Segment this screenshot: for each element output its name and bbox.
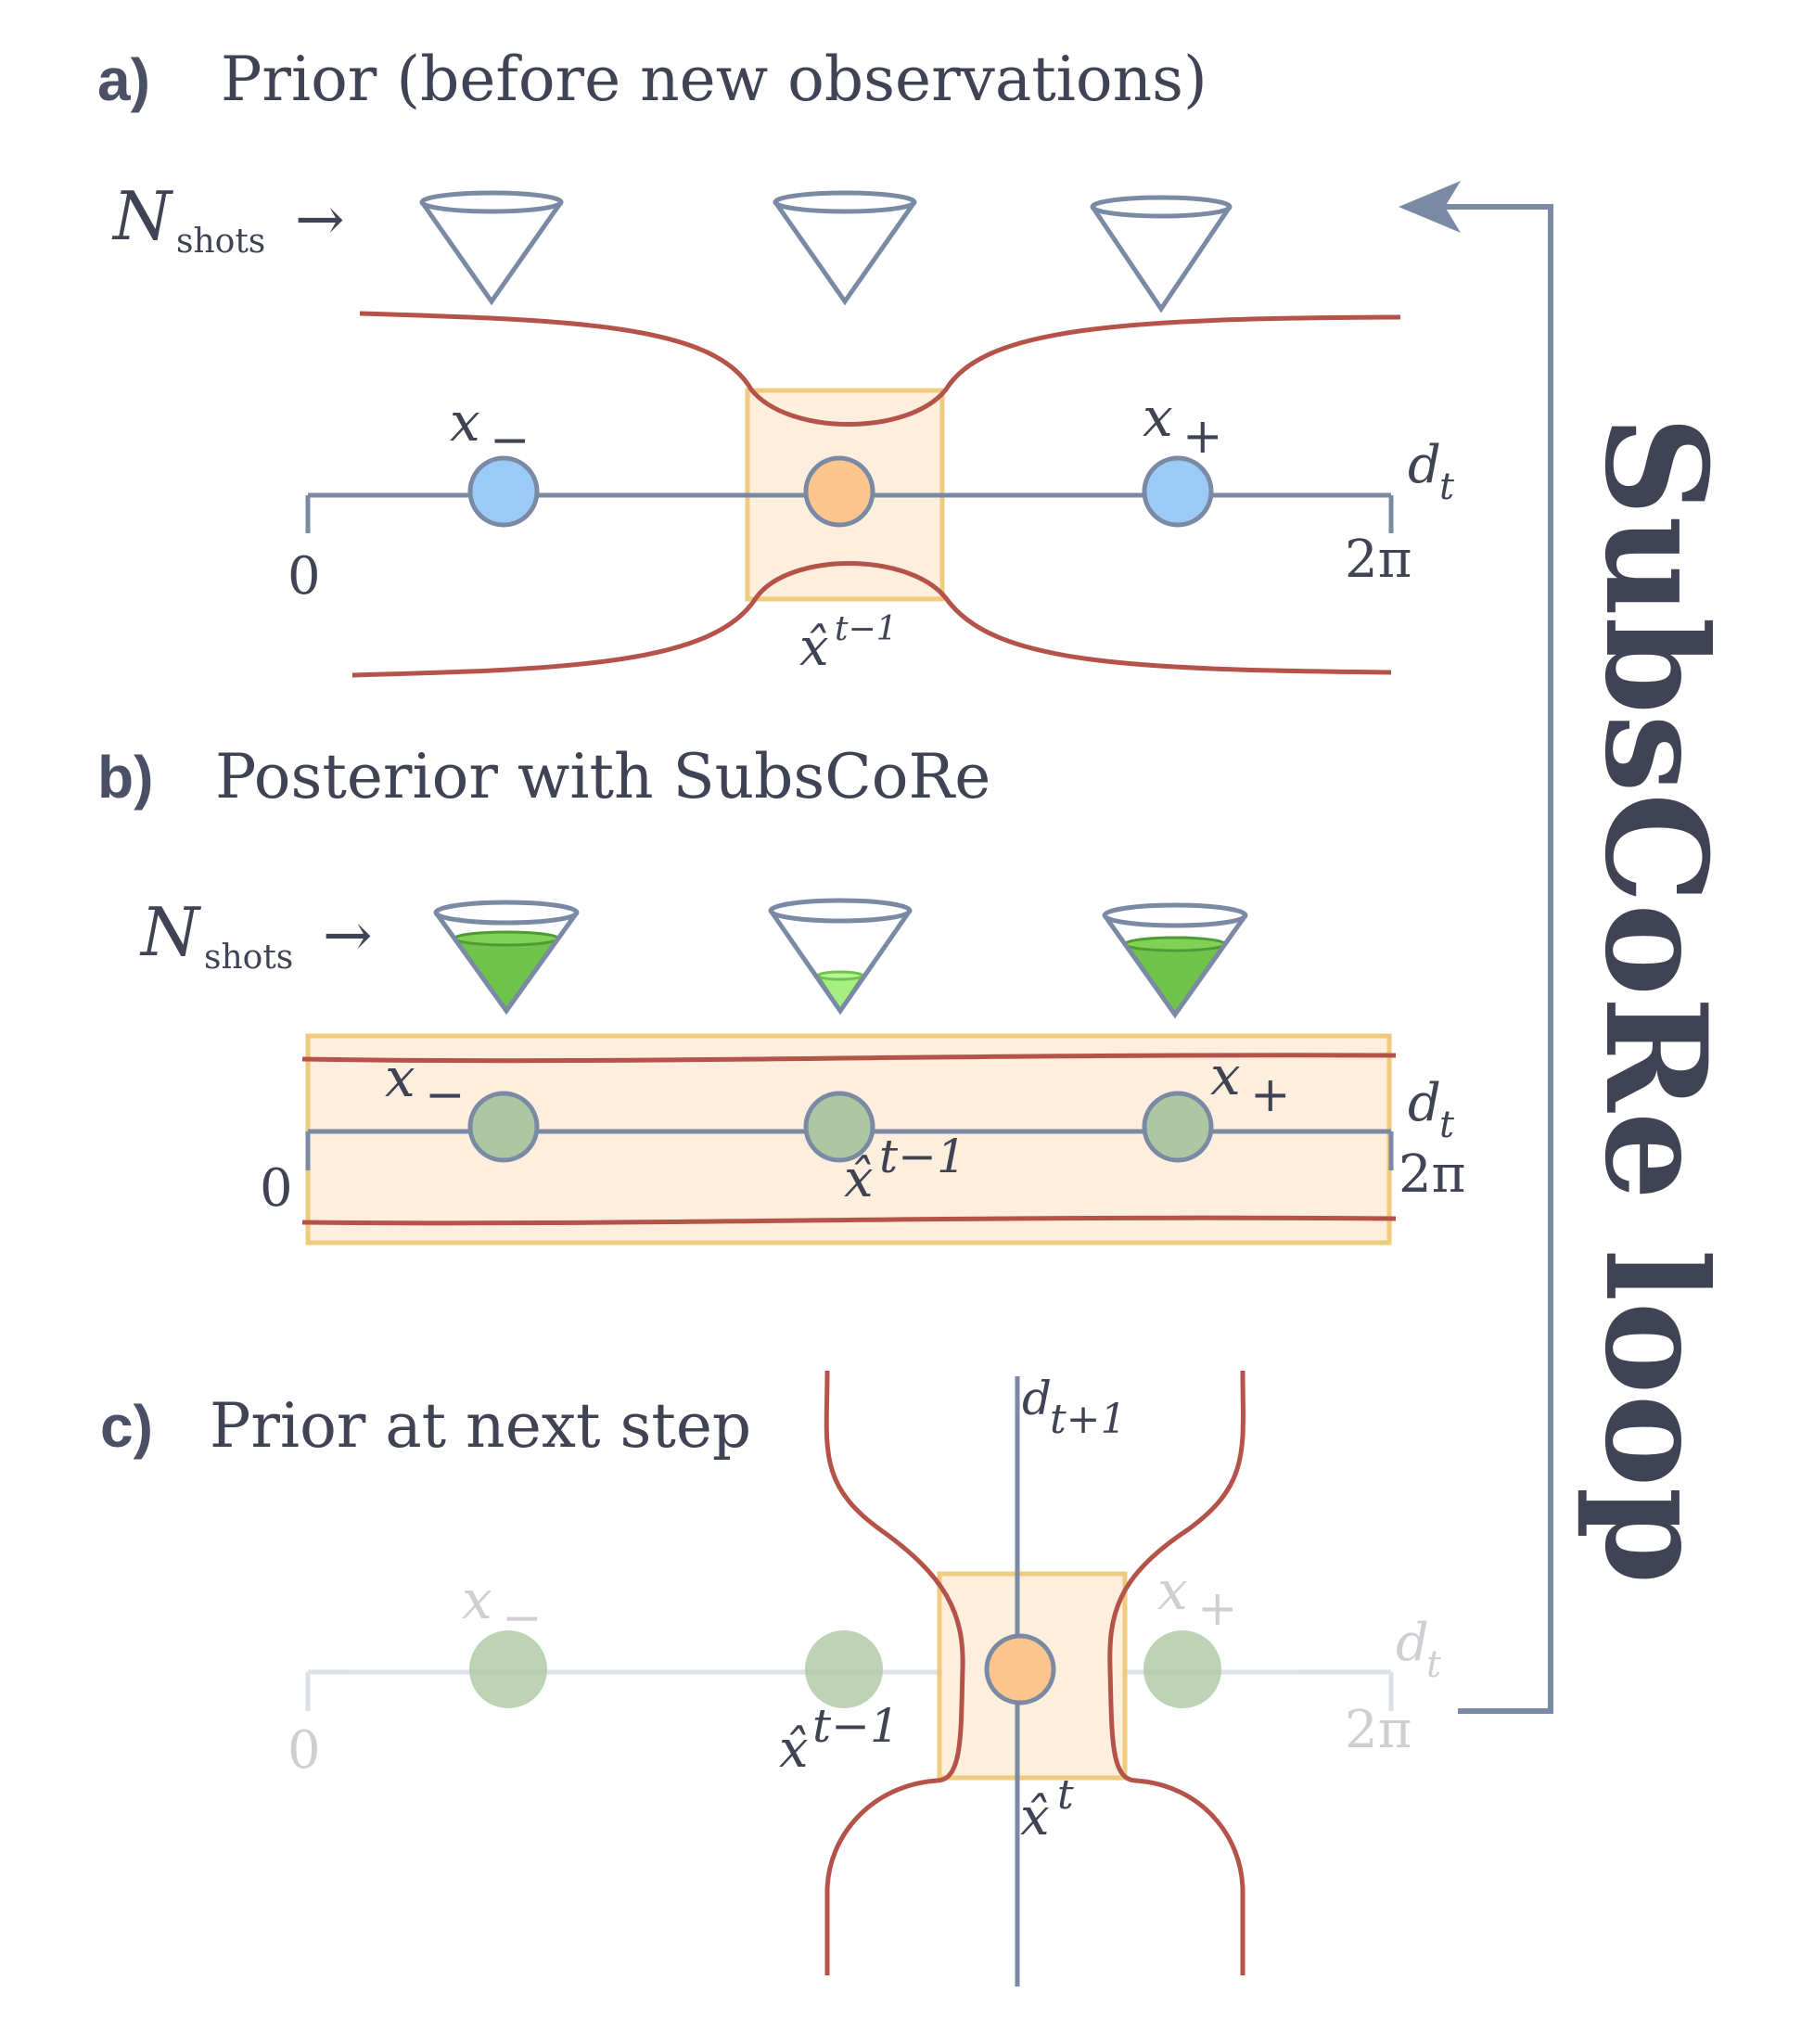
- x-plus-label: x: [1143, 386, 1173, 449]
- panel-a-label: a): [97, 46, 150, 113]
- x-plus-label: x: [1210, 1044, 1241, 1107]
- n-subscript: shots: [204, 939, 293, 977]
- subscore-loop: SubsCoRe loop: [1399, 181, 1737, 1714]
- axis-max: 2π: [1345, 1700, 1412, 1760]
- previous-estimate-sup: t−1: [812, 1699, 900, 1753]
- x-plus-sub: +: [1197, 1581, 1238, 1637]
- loop-label: SubsCoRe loop: [1574, 415, 1737, 1584]
- x-minus-sub: −: [502, 1590, 543, 1646]
- axis-max: 2π: [1399, 1144, 1465, 1205]
- prior-curve-lower: [351, 561, 1392, 678]
- x-plus-sub: +: [1250, 1067, 1291, 1123]
- prior-curve-upper: [359, 311, 1401, 427]
- node-x-plus: [1142, 455, 1214, 528]
- estimate-sup: t−1: [879, 1130, 966, 1183]
- prior-curve-right: [1107, 1370, 1246, 1975]
- panel-c-label: c): [100, 1393, 153, 1460]
- axis-max: 2π: [1345, 530, 1412, 590]
- posterior-curve-upper: [301, 1053, 1397, 1064]
- vertical-var-sub: t+1: [1050, 1396, 1127, 1443]
- axis-var-sub: t: [1426, 1643, 1442, 1686]
- axis-var-sub: t: [1439, 1104, 1455, 1146]
- axis-min: 0: [287, 1720, 321, 1781]
- cone-empty-center: [773, 190, 917, 306]
- node-x-plus: [1143, 1630, 1221, 1708]
- node-x-minus: [469, 1630, 547, 1708]
- axis-var: d: [1396, 1613, 1429, 1673]
- node-estimate: [803, 455, 875, 528]
- n-symbol: N: [139, 893, 202, 971]
- panel-b: b) Posterior with SubsCoRe N shots →: [97, 741, 1465, 1246]
- x-minus-sub: −: [490, 413, 530, 468]
- x-minus-label: x: [450, 390, 480, 454]
- axis-min: 0: [287, 546, 321, 607]
- axis-var: d: [1408, 435, 1441, 495]
- cone-empty-right: [1090, 195, 1233, 313]
- node-estimate: [803, 1091, 875, 1163]
- cone-filled-right: [1102, 902, 1248, 1019]
- cone-filled-center: [768, 898, 913, 1016]
- n-shots-label: N shots →: [139, 893, 373, 977]
- cone-filled-left: [433, 900, 580, 1016]
- x-minus-label: x: [385, 1046, 415, 1109]
- estimate-label: x̂: [799, 618, 829, 678]
- node-x-minus: [467, 455, 540, 528]
- x-plus-sub: +: [1182, 409, 1223, 465]
- n-symbol: N: [111, 177, 174, 255]
- vertical-var: d: [1022, 1372, 1052, 1425]
- panel-a: a) Prior (before new observations) N sho…: [97, 44, 1455, 678]
- x-minus-label: x: [462, 1568, 492, 1631]
- estimate-label: x̂: [844, 1149, 874, 1209]
- panel-b-title: Posterior with SubsCoRe: [215, 741, 990, 812]
- posterior-curve-lower: [301, 1215, 1397, 1226]
- cone-empty-left: [419, 190, 564, 306]
- panel-a-title: Prior (before new observations): [221, 44, 1207, 115]
- estimate-sup: t−1: [835, 610, 898, 648]
- x-minus-sub: −: [425, 1067, 466, 1123]
- panel-c-title: Prior at next step: [210, 1390, 751, 1462]
- axis-var: d: [1408, 1073, 1441, 1133]
- new-estimate-sup: t: [1057, 1771, 1074, 1819]
- previous-estimate-label: x̂: [779, 1719, 809, 1780]
- panel-b-label: b): [97, 744, 153, 811]
- loop-arrowhead-icon: [1399, 181, 1461, 233]
- node-new-estimate: [984, 1633, 1056, 1705]
- loop-arrow: [1428, 204, 1553, 1714]
- arrow-icon: →: [295, 185, 345, 254]
- arrow-icon: →: [323, 901, 373, 970]
- node-x-plus: [1142, 1091, 1214, 1163]
- prior-curve-left: [824, 1370, 965, 1975]
- x-plus-label: x: [1157, 1559, 1188, 1622]
- panel-c: c) Prior at next step x − x + d t 0 2π d: [100, 1370, 1442, 1987]
- node-x-minus: [467, 1091, 540, 1163]
- n-subscript: shots: [176, 223, 265, 261]
- n-shots-label: N shots →: [111, 177, 345, 261]
- axis-var-sub: t: [1439, 466, 1455, 508]
- node-previous-estimate: [805, 1630, 883, 1708]
- axis-min: 0: [260, 1158, 293, 1219]
- new-estimate-label: x̂: [1020, 1787, 1050, 1847]
